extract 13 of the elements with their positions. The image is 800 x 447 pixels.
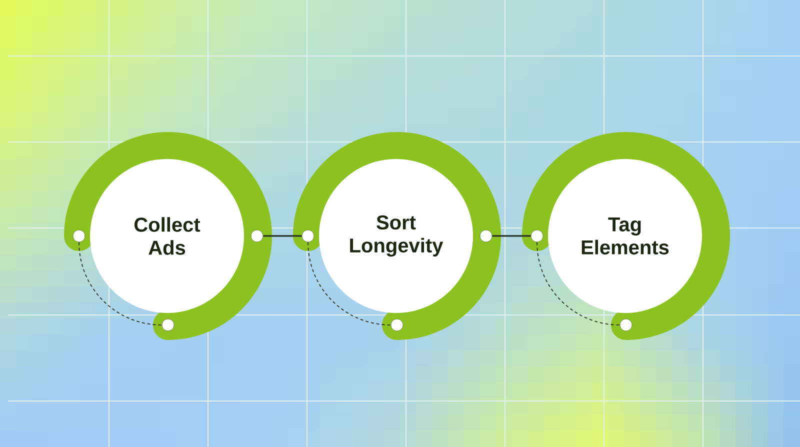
connector-dot: [390, 318, 404, 332]
curved-line: [308, 242, 392, 326]
connector-dot: [302, 230, 314, 242]
connector-dot: [480, 230, 492, 242]
connector-dot: [250, 230, 264, 242]
connector-line: [263, 235, 302, 237]
connector-dot: [620, 318, 632, 332]
connector-dot: [72, 230, 86, 242]
curved-line: [78, 242, 162, 326]
connector-line: [492, 235, 531, 237]
curved-line: [536, 242, 620, 326]
connector-dot: [162, 318, 174, 332]
connector-dot: [530, 230, 544, 242]
